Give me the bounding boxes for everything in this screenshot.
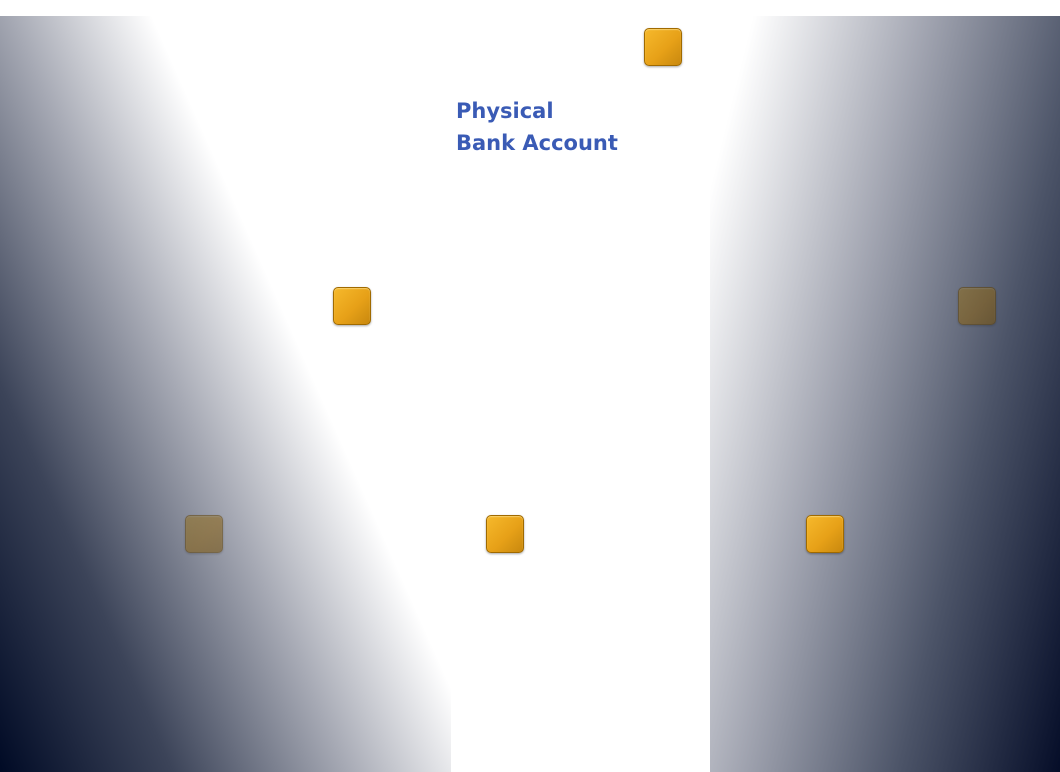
node-bottom-center[interactable] (486, 515, 524, 553)
node-mid-left[interactable] (333, 287, 371, 325)
node-bottom-right[interactable] (806, 515, 844, 553)
node-top[interactable] (644, 28, 682, 66)
diagram-heading: Physical Bank Account (456, 95, 618, 159)
node-mid-right[interactable] (958, 287, 996, 325)
node-bottom-left[interactable] (185, 515, 223, 553)
heading-line-1: Physical (456, 99, 554, 123)
heading-line-2: Bank Account (456, 131, 618, 155)
left-gradient-panel (0, 16, 451, 772)
right-gradient-panel (710, 16, 1060, 772)
